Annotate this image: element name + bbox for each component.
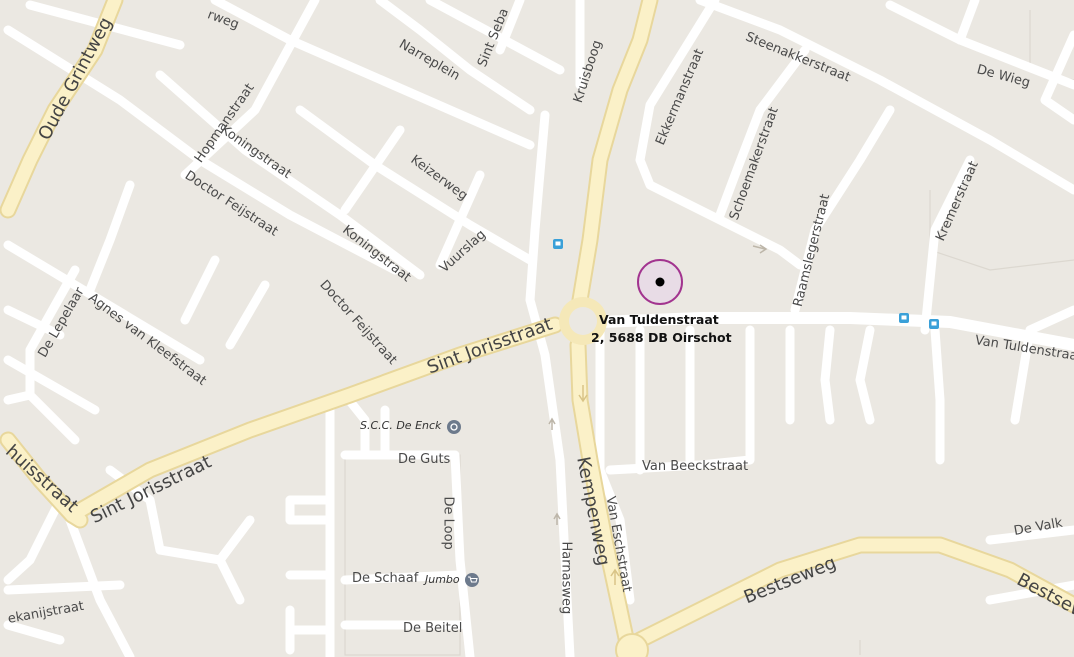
road-van-tuldenstraat: [594, 312, 1074, 351]
pin-address-label: Van Tuldenstraat 2, 5688 DB Oirschot: [591, 311, 732, 347]
street-label-de-beitel: De Beitel: [403, 621, 463, 636]
street-label-de-loop: De Loop: [440, 496, 456, 550]
roundabout-bottom: [615, 633, 649, 657]
street-label-harnasweg: Harnasweg: [558, 541, 574, 615]
street-label-van-beeckstraat: Van Beeckstraat: [642, 459, 749, 474]
bus-stop-icon[interactable]: [553, 239, 563, 249]
bus-stop-icon[interactable]: [929, 319, 939, 329]
one-way-arrows: [548, 244, 768, 585]
street-label-de-schaaf: De Schaaf: [352, 571, 419, 586]
poi-label-jumbo[interactable]: Jumbo: [425, 573, 460, 586]
pin-address-line1: Van Tuldenstraat: [599, 312, 719, 327]
bus-stop-icon[interactable]: [899, 313, 909, 323]
pin-address-line2: 2, 5688 DB Oirschot: [591, 330, 732, 345]
location-pin-icon[interactable]: [637, 259, 683, 305]
minor-roads: [3, 0, 1074, 657]
shopping-cart-icon[interactable]: [465, 573, 479, 587]
sports-icon[interactable]: [447, 420, 461, 434]
poi-label-scc-de-enck[interactable]: S.C.C. De Enck: [360, 419, 442, 432]
street-label-de-guts: De Guts: [398, 452, 451, 467]
roundabout: [559, 297, 607, 345]
